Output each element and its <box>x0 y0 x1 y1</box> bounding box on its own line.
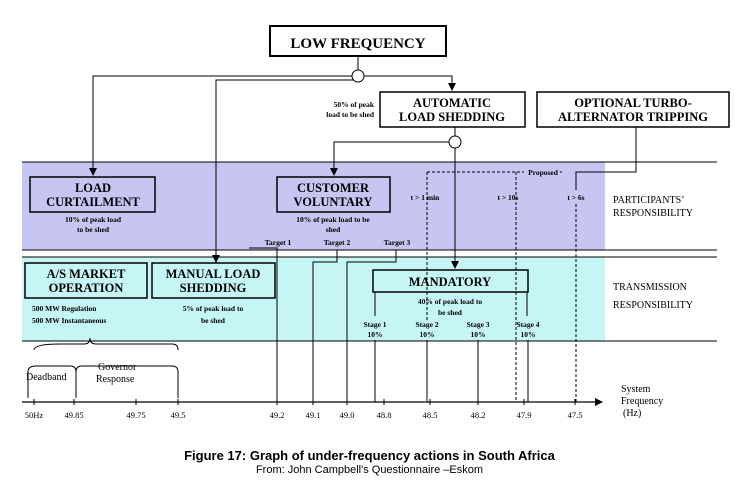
stage-2-pct: 10% <box>420 330 435 339</box>
peak-note-line1: 50% of peak <box>334 100 375 109</box>
axis-tick-label: 49.85 <box>64 410 83 420</box>
load-curtailment-note1: 10% of peak load <box>65 215 122 224</box>
axis-tick-label: 50Hz <box>25 410 44 420</box>
t-1min-label: t > 1 min <box>411 193 440 202</box>
t-10s-label: t > 10s <box>498 193 519 202</box>
customer-voluntary-box <box>276 176 391 213</box>
customer-voluntary-line2: VOLUNTARY <box>294 195 373 209</box>
as-market-note1: 500 MW Regulation <box>32 304 97 313</box>
load-curtailment-line1: LOAD <box>75 181 111 195</box>
target-2-label: Target 2 <box>324 238 351 247</box>
axis-tick-label: 47.9 <box>517 410 532 420</box>
axis-tick-label: 49.75 <box>126 410 145 420</box>
connector-to-manual-shedding <box>212 79 354 263</box>
target-1-label: Target 1 <box>265 238 292 247</box>
mandatory-note2: be shed <box>438 308 463 317</box>
load-curtailment-box <box>29 176 156 213</box>
deadband-label: Deadband <box>26 372 67 383</box>
mandatory-box <box>372 269 529 293</box>
deadband-bracket <box>27 365 77 398</box>
manual-shedding-note1: 5% of peak load to <box>183 304 244 313</box>
stage-2-name: Stage 2 <box>415 320 438 329</box>
governor-line2: Response <box>96 374 135 385</box>
axis-title-line1: System <box>621 384 651 395</box>
axis-title-line3: (Hz) <box>623 408 641 419</box>
peak-note-line2: load to be shed <box>326 110 375 119</box>
as-market-line2: OPERATION <box>49 281 124 295</box>
axis-tick-label: 49.2 <box>270 410 285 420</box>
axis-tick-label: 48.2 <box>471 410 486 420</box>
low-frequency-box <box>269 25 447 57</box>
proposed-label: Proposed <box>528 168 559 177</box>
stage-3-pct: 10% <box>471 330 486 339</box>
stage-1-pct: 10% <box>368 330 383 339</box>
mandatory-label: MANDATORY <box>409 275 491 289</box>
target-1-line <box>249 247 278 402</box>
axis-tick-label: 49.0 <box>340 410 355 420</box>
automatic-line2: LOAD SHEDDING <box>399 110 505 124</box>
as-market-note2: 500 MW Instantaneous <box>32 316 107 325</box>
figure-caption: Figure 17: Graph of under-frequency acti… <box>184 448 555 463</box>
stage-4-name: Stage 4 <box>516 320 539 329</box>
customer-voluntary-note2: shed <box>326 225 341 234</box>
connector-to-customer-voluntary <box>330 141 449 176</box>
manual-shedding-note2: be shed <box>201 316 226 325</box>
customer-voluntary-note1: 10% of peak load to be <box>296 215 370 224</box>
connector-to-load-curtailment <box>89 75 352 176</box>
target-2-line <box>312 250 338 402</box>
axis-tick-label: 48.8 <box>377 410 392 420</box>
axis-tick-label: 49.5 <box>171 410 186 420</box>
stage-1-name: Stage 1 <box>363 320 386 329</box>
automatic-line1: AUTOMATIC <box>413 96 491 110</box>
figure-source: From: John Campbell's Questionnaire –Esk… <box>255 464 484 476</box>
automatic-load-shedding-box <box>379 91 526 128</box>
load-curtailment-line2: CURTAILMENT <box>46 195 140 209</box>
load-curtailment-note2: to be shed <box>77 225 110 234</box>
axis-tick-label: 48.5 <box>423 410 438 420</box>
manual-shedding-line2: SHEDDING <box>180 281 247 295</box>
connector-to-automatic <box>364 75 456 91</box>
turbo-line1: OPTIONAL TURBO- <box>574 96 692 110</box>
axis-ticks: 50Hz 49.85 49.75 49.5 49.2 49.1 49.0 48.8 48.5 48… <box>25 399 583 420</box>
turbo-line2: ALTERNATOR TRIPPING <box>558 110 708 124</box>
governor-line1: Governor <box>98 362 137 373</box>
transmission-line1: TRANSMISSION <box>613 282 687 293</box>
turbo-connector <box>575 127 637 190</box>
participants-line2: RESPONSIBILITY <box>613 208 693 219</box>
stage-3-name: Stage 3 <box>466 320 489 329</box>
as-market-box <box>24 262 148 299</box>
as-market-brace <box>33 337 179 351</box>
turbo-alternator-box <box>536 91 730 128</box>
t-6s-label: t > 6s <box>567 193 584 202</box>
participants-line1: PARTICIPANTS’ <box>613 195 684 206</box>
manual-shedding-box <box>151 262 276 299</box>
stage-4-pct: 10% <box>521 330 536 339</box>
transmission-line2: RESPONSIBILITY <box>613 300 693 311</box>
manual-shedding-line1: MANUAL LOAD <box>166 267 261 281</box>
axis-tick-label: 47.5 <box>568 410 583 420</box>
mandatory-note1: 40% of peak load to <box>418 297 482 306</box>
governor-bracket <box>75 365 179 398</box>
customer-voluntary-line1: CUSTOMER <box>297 181 370 195</box>
target-3-line <box>346 250 397 402</box>
axis-title-line2: Frequency <box>621 396 663 407</box>
as-market-line1: A/S MARKET <box>47 267 126 281</box>
target-3-label: Target 3 <box>384 238 411 247</box>
low-frequency-label: LOW FREQUENCY <box>290 36 425 52</box>
auto-split-node <box>448 135 462 149</box>
axis-tick-label: 49.1 <box>306 410 321 420</box>
